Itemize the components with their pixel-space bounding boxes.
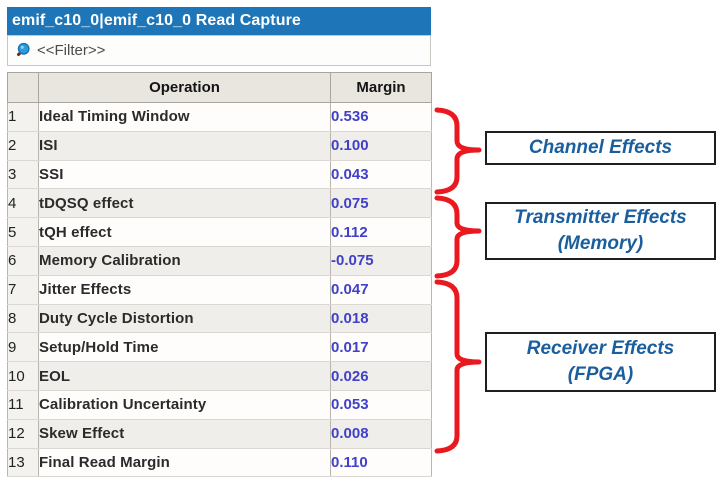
table-row[interactable]: 2 ISI 0.100 <box>7 130 432 161</box>
brace-receiver-effects <box>434 279 482 454</box>
row-number-cell[interactable]: 2 <box>7 130 39 161</box>
row-number-cell[interactable]: 9 <box>7 332 39 363</box>
annotation-label: Receiver Effects <box>526 338 675 360</box>
table-row[interactable]: 8 Duty Cycle Distortion 0.018 <box>7 303 432 334</box>
operation-cell[interactable]: SSI <box>38 159 331 190</box>
operation-cell[interactable]: Duty Cycle Distortion <box>38 303 331 334</box>
annotation-box-transmitter-effects: Transmitter Effects (Memory) <box>485 202 716 260</box>
table-row[interactable]: 6 Memory Calibration -0.075 <box>7 245 432 276</box>
operation-cell[interactable]: Setup/Hold Time <box>38 332 331 363</box>
operation-cell[interactable]: Final Read Margin <box>38 447 331 478</box>
margin-cell[interactable]: 0.017 <box>330 332 432 363</box>
operation-cell[interactable]: ISI <box>38 130 331 161</box>
annotation-label-sub: (FPGA) <box>567 364 634 385</box>
row-number-cell[interactable]: 13 <box>7 447 39 478</box>
margin-cell[interactable]: 0.100 <box>330 130 432 161</box>
annotation-box-receiver-effects: Receiver Effects (FPGA) <box>485 332 716 392</box>
filter-input[interactable] <box>37 42 430 59</box>
annotation-label: Transmitter Effects <box>514 207 687 229</box>
table-row[interactable]: 10 EOL 0.026 <box>7 361 432 391</box>
row-number-cell[interactable]: 7 <box>7 274 39 305</box>
margin-cell[interactable]: 0.026 <box>330 361 432 391</box>
margin-cell[interactable]: 0.008 <box>330 418 432 449</box>
margin-cell[interactable]: 0.047 <box>330 274 432 305</box>
operation-cell[interactable]: tQH effect <box>38 217 331 247</box>
table-row[interactable]: 9 Setup/Hold Time 0.017 <box>7 332 432 363</box>
table-row[interactable]: 3 SSI 0.043 <box>7 159 432 190</box>
margin-cell[interactable]: 0.112 <box>330 217 432 247</box>
margin-cell[interactable]: 0.018 <box>330 303 432 334</box>
row-number-cell[interactable]: 8 <box>7 303 39 334</box>
annotation-label: Channel Effects <box>528 137 673 159</box>
table-row[interactable]: 4 tDQSQ effect 0.075 <box>7 188 432 219</box>
row-number-cell[interactable]: 11 <box>7 389 39 420</box>
column-header-operation[interactable]: Operation <box>38 72 331 103</box>
table-row[interactable]: 13 Final Read Margin 0.110 <box>7 447 432 478</box>
margin-cell[interactable]: -0.075 <box>330 245 432 276</box>
annotation-box-channel-effects: Channel Effects <box>485 131 716 165</box>
operation-cell[interactable]: Jitter Effects <box>38 274 331 305</box>
table-row[interactable]: 5 tQH effect 0.112 <box>7 217 432 247</box>
margin-cell[interactable]: 0.075 <box>330 188 432 219</box>
header-row: Operation Margin <box>7 72 432 103</box>
table-row[interactable]: 1 Ideal Timing Window 0.536 <box>7 102 432 132</box>
brace-transmitter-effects <box>434 195 482 279</box>
margin-cell[interactable]: 0.110 <box>330 447 432 478</box>
operation-cell[interactable]: Memory Calibration <box>38 245 331 276</box>
row-number-cell[interactable]: 12 <box>7 418 39 449</box>
search-icon <box>17 42 30 56</box>
operation-cell[interactable]: EOL <box>38 361 331 391</box>
table-row[interactable]: 11 Calibration Uncertainty 0.053 <box>7 389 432 420</box>
row-number-cell[interactable]: 4 <box>7 188 39 219</box>
column-header-margin[interactable]: Margin <box>330 72 432 103</box>
row-number-cell[interactable]: 10 <box>7 361 39 391</box>
row-number-cell[interactable]: 6 <box>7 245 39 276</box>
margins-table: Operation Margin 1 Ideal Timing Window 0… <box>7 72 432 478</box>
row-number-cell[interactable]: 3 <box>7 159 39 190</box>
brace-channel-effects <box>434 107 482 195</box>
pane-title: emif_c10_0|emif_c10_0 Read Capture <box>7 7 431 35</box>
table-row[interactable]: 12 Skew Effect 0.008 <box>7 418 432 449</box>
operation-cell[interactable]: Skew Effect <box>38 418 331 449</box>
column-header-rownum[interactable] <box>7 72 39 103</box>
annotation-label-sub: (Memory) <box>557 233 644 254</box>
filter-bar <box>7 35 431 66</box>
row-number-cell[interactable]: 1 <box>7 102 39 132</box>
operation-cell[interactable]: Calibration Uncertainty <box>38 389 331 420</box>
table-row[interactable]: 7 Jitter Effects 0.047 <box>7 274 432 305</box>
margin-cell[interactable]: 0.536 <box>330 102 432 132</box>
margin-cell[interactable]: 0.043 <box>330 159 432 190</box>
margin-cell[interactable]: 0.053 <box>330 389 432 420</box>
row-number-cell[interactable]: 5 <box>7 217 39 247</box>
operation-cell[interactable]: Ideal Timing Window <box>38 102 331 132</box>
operation-cell[interactable]: tDQSQ effect <box>38 188 331 219</box>
